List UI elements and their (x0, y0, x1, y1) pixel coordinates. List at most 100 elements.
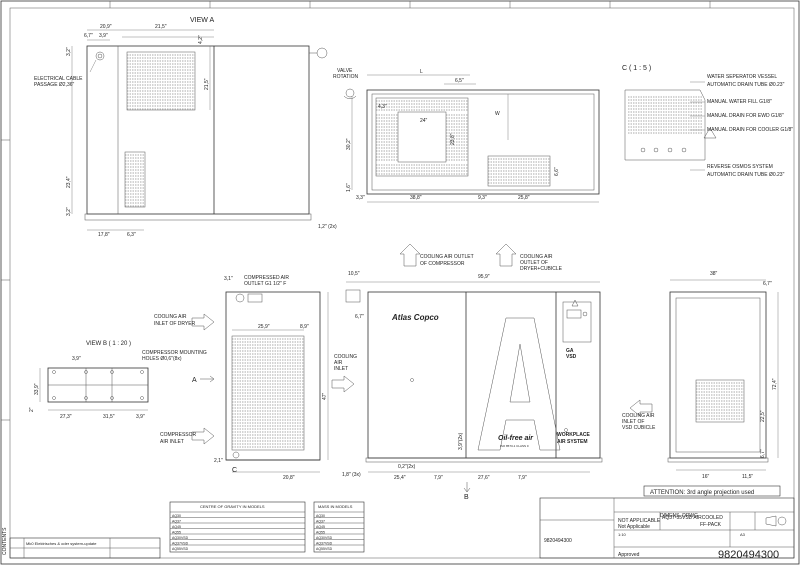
dim-view-a-7: 23,4" (66, 176, 72, 188)
top-view-grille (375, 97, 469, 177)
view-a-lower-grille (124, 151, 146, 208)
tb-doc-type: DIMENS. DRWG (660, 513, 698, 519)
arrow-right-dryer-inlet-icon (191, 313, 215, 331)
arrow-up-outlet-compressor-icon (399, 243, 421, 267)
right-view (667, 279, 779, 471)
view-a (71, 29, 328, 231)
detail-c-outline (624, 89, 706, 161)
tb-material: NOT APPLICABLE (618, 518, 661, 524)
dim-top-2: 4,3" (378, 104, 387, 110)
top-view-outline (366, 89, 600, 195)
table-row: AQ30 (172, 514, 181, 518)
table-row: AQ37 (316, 520, 325, 524)
dim-view-a-11: 1,2" (2x) (318, 224, 337, 230)
dim-top-12: 25,8" (518, 195, 530, 201)
callout-vsd-3: VSD CUBICLE (622, 425, 656, 431)
control-panel (562, 301, 592, 343)
arrow-right-view-a-icon (200, 375, 215, 383)
dim-front-8: 27,6" (478, 475, 490, 481)
emergency-stop-icon (582, 311, 588, 317)
detail-c-title: C ( 1 : 5 ) (622, 65, 651, 72)
dim-top-11: 9,3" (478, 195, 487, 201)
view-a-valve (316, 47, 328, 59)
marker-b: B (464, 494, 469, 501)
oil-free-logo: Oil-free air (498, 435, 534, 442)
dim-top-3: W (495, 111, 500, 117)
projection-symbol-icon (777, 516, 787, 526)
callout-comp-inlet-1: COMPRESSOR (160, 432, 197, 438)
dim-view-b-0: 3,9" (72, 356, 81, 362)
callout-ro-1: REVERSE OSMOS SYSTEM (707, 164, 773, 170)
compressed-air-outlet-icon (235, 293, 245, 303)
arrow-up-outlet-dryer-icon (495, 243, 517, 267)
callout-dryer-inlet-2: INLET OF DRYER (154, 321, 196, 327)
dim-view-b-1: 33,9" (34, 383, 40, 395)
dim-front-2: 6,7" (355, 314, 364, 320)
front-badge-vsd: VSD (566, 354, 577, 360)
callout-outlet-dryer-3: DRYER+CUBICLE (520, 266, 563, 272)
callout-drain-cooler: MANUAL DRAIN FOR COOLER G1/8" (707, 127, 793, 133)
dim-view-b-4: 31,5" (103, 414, 115, 420)
dim-top-6: 23,8" (450, 133, 456, 145)
dim-top-10: 38,8" (410, 195, 422, 201)
callout-drain-ewd: MANUAL DRAIN FOR EWD G1/8" (707, 113, 784, 119)
arrow-right-comp-inlet-icon (191, 427, 215, 445)
title-block (539, 497, 795, 559)
dim-front-3: 3,9"(2x) (458, 432, 464, 450)
view-b (39, 367, 149, 411)
callout-outlet-comp-2: OF COMPRESSOR (420, 261, 465, 267)
table-row: AQ55 (316, 531, 325, 535)
dim-right-6: 11,5" (742, 474, 753, 480)
projection-box (643, 485, 781, 497)
dim-side-3: 47" (322, 392, 328, 400)
dim-side-1: 25,9" (258, 324, 270, 330)
view-a-outline (86, 45, 310, 215)
dim-view-a-8: 3,2" (66, 207, 72, 216)
tb-treatment: Not Applicable (618, 524, 650, 530)
dim-view-a-5: 21,5" (204, 78, 210, 90)
dim-right-3: 22,5" (760, 410, 766, 422)
dim-right-5: 16" (702, 474, 710, 480)
callout-mounting-1: COMPRESSOR MOUNTING (142, 350, 207, 356)
dim-right-4: 6,7" (760, 449, 766, 458)
table-row: AQ55VSD (316, 547, 333, 551)
callout-outlet-dryer-1: COOLING AIR (520, 254, 553, 260)
dim-front-7: 7,9" (434, 475, 443, 481)
tb-subtitle: FF-PACK (700, 522, 722, 528)
callout-comp-air-1: COMPRESSED AIR (244, 275, 289, 281)
top-view (343, 74, 600, 203)
tb-scale: 1:10 (618, 532, 627, 537)
table-row: AQ45 (172, 525, 181, 529)
dim-view-a-2: 6,7" (84, 33, 93, 39)
drawing-frame (9, 7, 795, 559)
dim-front-9: 7,9" (518, 475, 527, 481)
dim-top-0: L (420, 69, 423, 75)
panel-warning-icon (571, 299, 579, 307)
display-screen (566, 309, 582, 319)
workplace-2: AIR SYSTEM (557, 439, 588, 445)
dim-view-b-3: 27,3" (60, 414, 72, 420)
callout-valve-1: VALVE (337, 68, 353, 74)
marker-c: C (232, 467, 237, 474)
dim-top-7: 6,6" (554, 167, 560, 176)
cog-table-title: CENTRE OF GRAVITY IN MODELS (200, 504, 265, 509)
table-row: AQ37VSD (316, 542, 333, 546)
projection-note: ATTENTION: 3rd angle projection used (650, 490, 754, 496)
revision-note: Mk0 Elektrisches & oder system-update (26, 541, 97, 546)
dim-side-0: 3,1" (224, 276, 233, 282)
dim-side-4: 2,1" (214, 458, 223, 464)
table-row: AQ55VSD (172, 547, 189, 551)
mass-table-title: MASS IN MODELS (318, 504, 353, 509)
callout-vsd-1: COOLING AIR (622, 413, 655, 419)
table-row: AQ55 (172, 531, 181, 535)
table-row: AQ45 (316, 525, 325, 529)
callout-cooling-inlet-1: COOLING (334, 354, 357, 360)
dim-view-a-3: 3,9" (99, 33, 108, 39)
dim-top-4: 24" (420, 118, 428, 124)
dim-front-0: 10,5" (348, 271, 360, 277)
dim-view-b-2: 2" (29, 407, 35, 412)
drain-port-4-icon (681, 147, 687, 153)
front-view (345, 281, 603, 473)
dim-view-b-5: 3,9" (136, 414, 145, 420)
marker-a: A (192, 377, 197, 384)
